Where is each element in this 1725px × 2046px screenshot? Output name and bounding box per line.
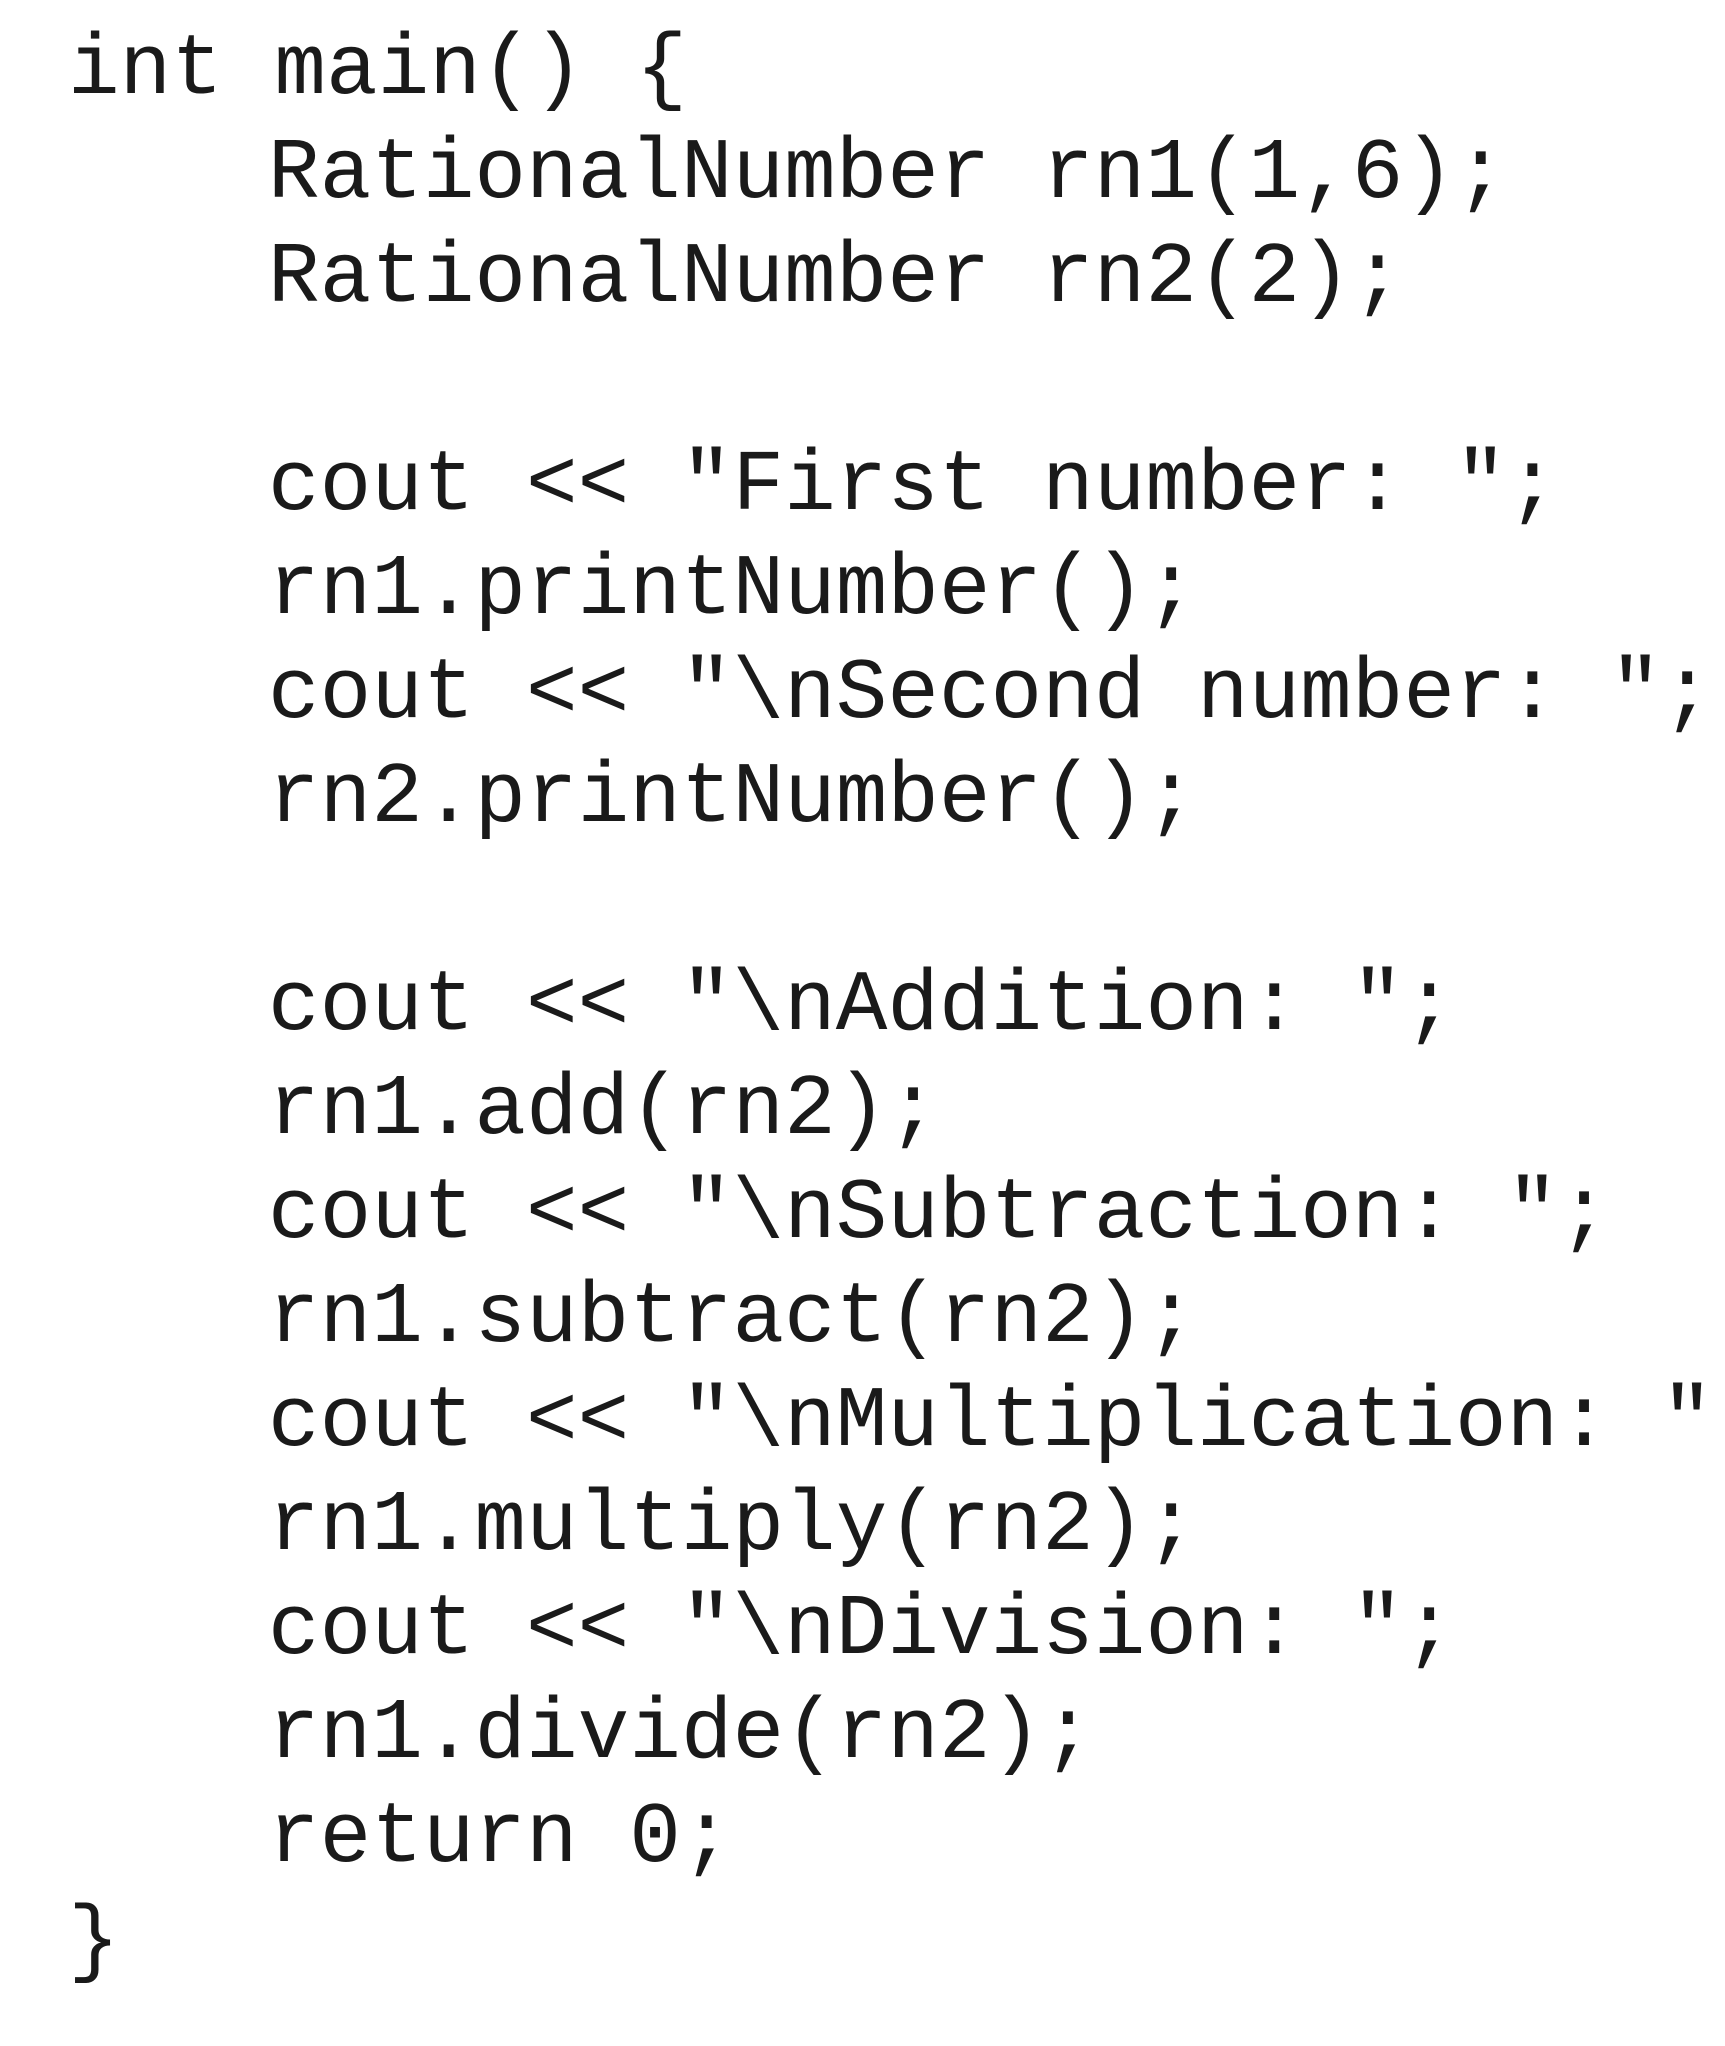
code-line-closing-brace: }: [68, 1893, 120, 1991]
code-line-cout-multiplication: cout << "\nMultiplication: ";: [268, 1373, 1725, 1471]
code-line-subtract-call: rn1.subtract(rn2);: [268, 1269, 1197, 1367]
code-line-print-rn2: rn2.printNumber();: [268, 749, 1197, 847]
code-line-cout-first: cout << "First number: ";: [268, 437, 1559, 535]
code-line-cout-second: cout << "\nSecond number: ";: [268, 645, 1714, 743]
code-line-rn1-declaration: RationalNumber rn1(1,6);: [268, 125, 1507, 223]
code-line-add-call: rn1.add(rn2);: [268, 1061, 939, 1159]
code-line-divide-call: rn1.divide(rn2);: [268, 1685, 1094, 1783]
code-line-cout-subtraction: cout << "\nSubtraction: ";: [268, 1165, 1610, 1263]
code-line-blank: [68, 850, 1725, 954]
code-line-main-signature: int main() {: [68, 21, 688, 119]
code-snippet: int main() { RationalNumber rn1(1,6); Ra…: [68, 18, 1725, 2046]
code-line-print-rn1: rn1.printNumber();: [268, 541, 1197, 639]
code-line-cout-addition: cout << "\nAddition: ";: [268, 957, 1455, 1055]
code-line-multiply-call: rn1.multiply(rn2);: [268, 1477, 1197, 1575]
code-line-return: return 0;: [268, 1789, 733, 1887]
code-line-blank: [68, 330, 1725, 434]
code-line-rn2-declaration: RationalNumber rn2(2);: [268, 229, 1404, 327]
code-line-cout-division: cout << "\nDivision: ";: [268, 1581, 1455, 1679]
